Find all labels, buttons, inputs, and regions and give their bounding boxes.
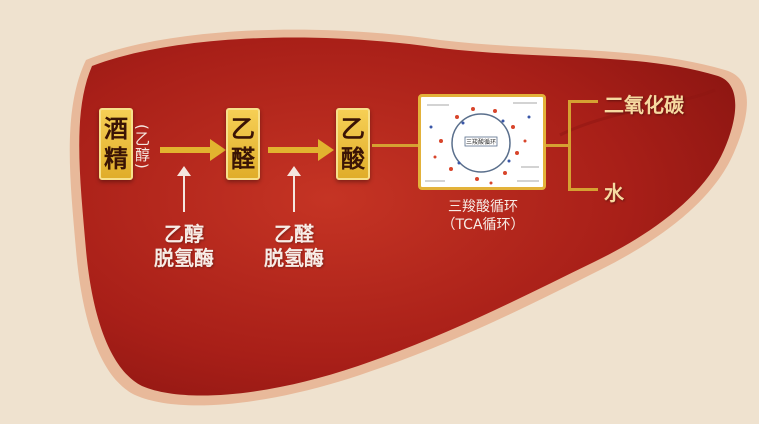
- alcohol-char-2: 精: [104, 145, 128, 173]
- connector-to-tca: [372, 144, 420, 147]
- enzyme1-line-2: 脱氢酶: [154, 246, 214, 270]
- arrow-acetaldehyde-to-acetic-acid: [268, 139, 334, 161]
- tca-caption-line-1: 三羧酸循环: [448, 199, 518, 215]
- enzyme2-line-2: 脱氢酶: [264, 246, 324, 270]
- arrow-alcohol-to-acetaldehyde: [160, 139, 226, 161]
- acetaldehyde-char-1: 乙: [231, 115, 255, 143]
- connector-to-co2: [568, 100, 598, 103]
- tca-cycle-illustration: 三羧酸循环: [425, 102, 539, 185]
- alcohol-box: 酒 精: [99, 108, 133, 180]
- connector-vertical-split: [568, 100, 571, 190]
- tca-caption: 三羧酸循环 （TCA循环）: [424, 198, 542, 234]
- tca-inner-label: 三羧酸循环: [466, 138, 496, 146]
- acetaldehyde-box: 乙 醛: [226, 108, 260, 180]
- alcohol-char-1: 酒: [104, 115, 128, 143]
- tca-cycle-image: 三羧酸循环: [418, 94, 546, 190]
- enzyme2-arrow: [287, 166, 301, 212]
- acetic-acid-char-2: 酸: [341, 145, 365, 173]
- enzyme1-line-1: 乙醇: [164, 222, 204, 246]
- connector-to-water: [568, 188, 598, 191]
- enzyme1-arrow: [177, 166, 191, 212]
- acetaldehyde-char-2: 醛: [231, 145, 255, 173]
- acetic-acid-char-1: 乙: [341, 115, 365, 143]
- enzyme-alcohol-dehydrogenase: 乙醇 脱氢酶: [136, 222, 232, 270]
- acetic-acid-box: 乙 酸: [336, 108, 370, 180]
- product-carbon-dioxide: 二氧化碳: [604, 93, 684, 117]
- tca-caption-line-2: （TCA循环）: [441, 217, 525, 233]
- enzyme-acetaldehyde-dehydrogenase: 乙醛 脱氢酶: [246, 222, 342, 270]
- alcohol-note: (乙醇): [133, 124, 151, 170]
- product-water: 水: [604, 181, 624, 205]
- connector-tca-to-split: [546, 144, 570, 147]
- enzyme2-line-1: 乙醛: [274, 222, 314, 246]
